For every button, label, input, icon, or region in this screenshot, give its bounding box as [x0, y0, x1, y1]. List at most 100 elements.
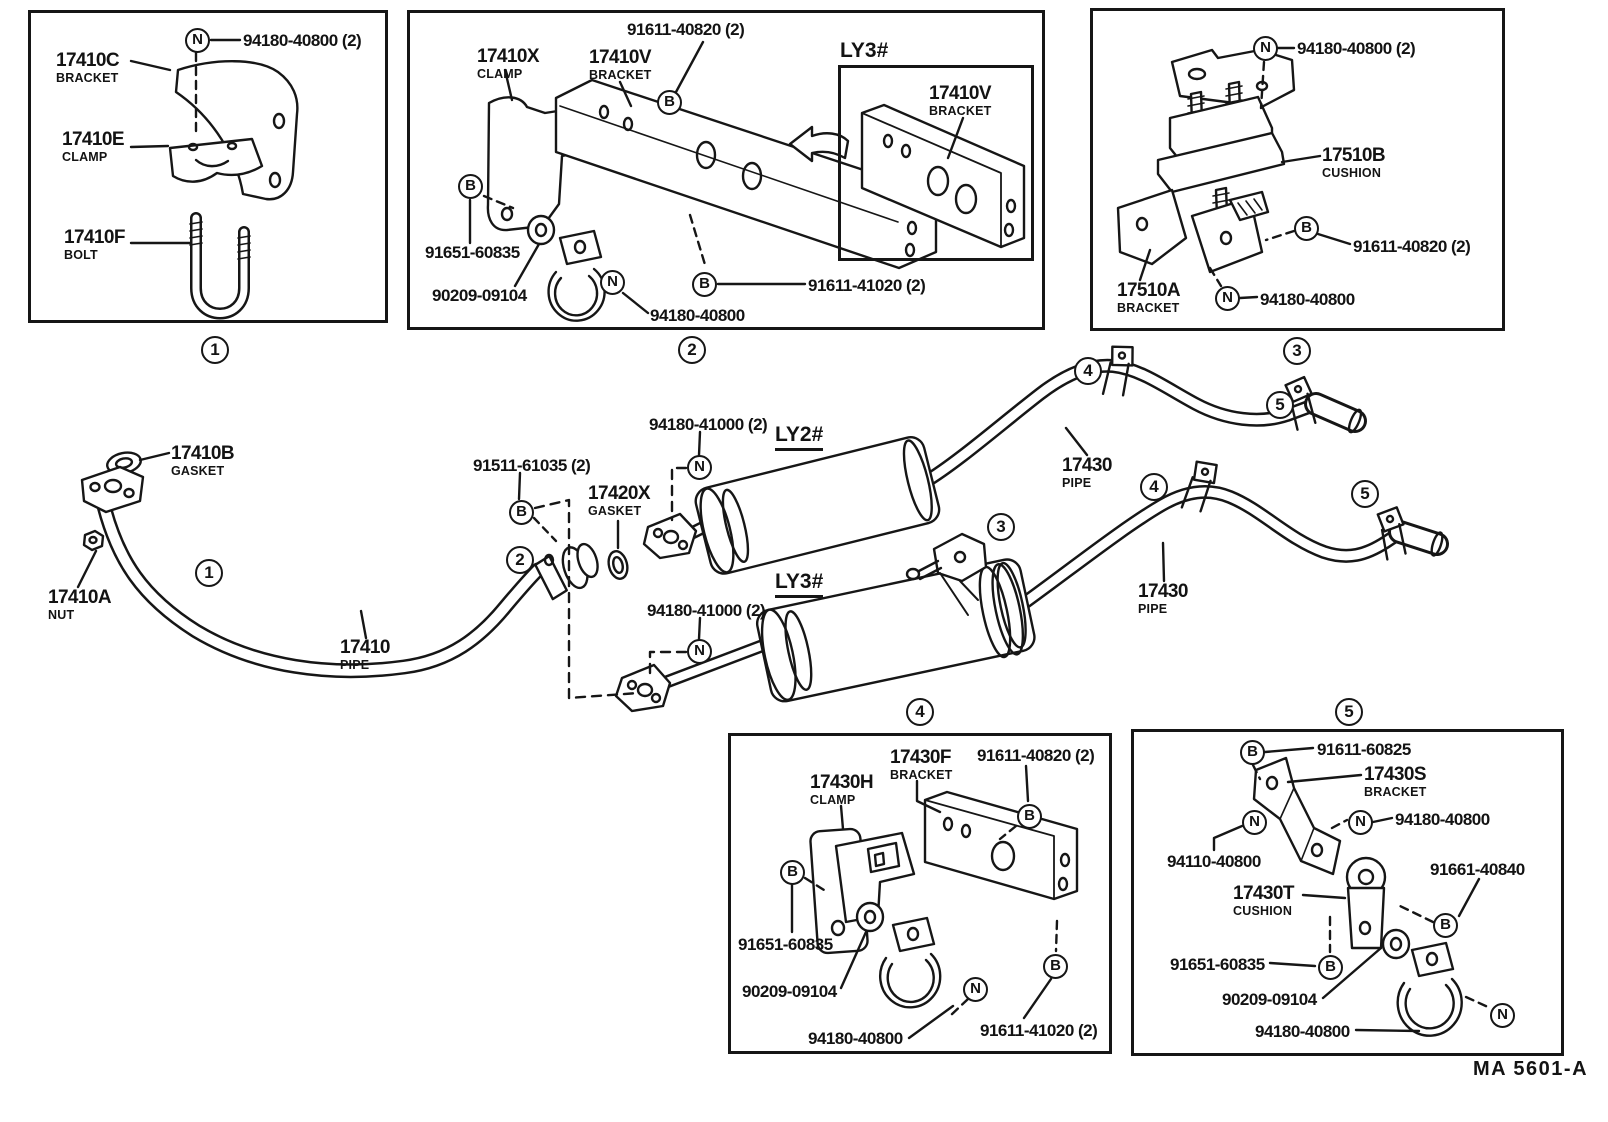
fastener-code-label[interactable]: 94180-40800: [808, 1029, 903, 1048]
nut-symbol-icon: N: [1242, 810, 1267, 835]
nut-symbol-icon: N: [1215, 286, 1240, 311]
part-code: 17430S: [1364, 764, 1427, 785]
fastener-code-label[interactable]: 94180-40800 (2): [1297, 39, 1416, 58]
part-name: BOLT: [64, 248, 98, 262]
fastener-code-label[interactable]: 90209-09104: [742, 982, 837, 1001]
callout-box-3[interactable]: 3: [1283, 337, 1311, 365]
fastener-code-label[interactable]: 91611-40820 (2): [627, 20, 745, 39]
part-name: BRACKET: [589, 68, 652, 82]
part-name: BRACKET: [1364, 785, 1427, 799]
part-label-17410v-ly3[interactable]: 17410V BRACKET: [929, 84, 992, 118]
detail-box-5: [1131, 729, 1564, 1056]
part-name: CLAMP: [477, 67, 523, 81]
fastener-code-label[interactable]: 91661-40840: [1430, 860, 1525, 879]
nut-symbol-icon: N: [1348, 810, 1373, 835]
part-label-17510b[interactable]: 17510B CUSHION: [1322, 145, 1386, 180]
nut-symbol-icon: N: [1490, 1003, 1515, 1028]
part-code: 17420X: [588, 483, 651, 504]
part-name: GASKET: [588, 504, 642, 518]
detail-box-3: [1090, 8, 1505, 331]
part-name: NUT: [48, 608, 75, 622]
bolt-symbol-icon: B: [1433, 913, 1458, 938]
callout-box-5[interactable]: 5: [1335, 698, 1363, 726]
part-label-17410v[interactable]: 17410V BRACKET: [589, 48, 652, 82]
part-label-17410b[interactable]: 17410B GASKET: [171, 443, 235, 478]
fastener-code-label[interactable]: 91611-60825: [1317, 740, 1411, 759]
part-label-17430f[interactable]: 17430F BRACKET: [890, 748, 953, 782]
part-code: 17410F: [64, 227, 125, 248]
detail-box-2: [407, 10, 1045, 330]
part-code: 17410A: [48, 587, 112, 608]
fastener-code-label[interactable]: 94180-40800: [650, 306, 745, 325]
part-name: BRACKET: [1117, 301, 1180, 315]
fastener-code-label[interactable]: 94180-40800: [1255, 1022, 1350, 1041]
bolt-symbol-icon: B: [1043, 954, 1068, 979]
fastener-code-label[interactable]: 91611-41020 (2): [980, 1021, 1098, 1040]
part-label-17410e[interactable]: 17410E CLAMP: [62, 129, 125, 164]
fastener-code-label[interactable]: 91611-40820 (2): [977, 746, 1095, 765]
fastener-code-label[interactable]: 94180-41000 (2): [647, 601, 766, 620]
fastener-code-label[interactable]: 91511-61035 (2): [473, 456, 591, 475]
fastener-code-label[interactable]: 94180-40800 (2): [243, 31, 362, 50]
bolt-symbol-icon: B: [1017, 804, 1042, 829]
fastener-code-label[interactable]: 94180-41000 (2): [649, 415, 768, 434]
part-code: 17510B: [1322, 145, 1386, 166]
callout-4-lower-clamp[interactable]: 4: [1140, 473, 1168, 501]
fastener-code-label[interactable]: 94110-40800: [1167, 852, 1261, 871]
part-code: 17410B: [171, 443, 235, 464]
part-label-17410a[interactable]: 17410A NUT: [48, 587, 112, 622]
part-label-17410f[interactable]: 17410F BOLT: [64, 228, 125, 262]
part-name: PIPE: [340, 658, 370, 672]
fastener-code-label[interactable]: 91651-60835: [425, 243, 520, 262]
part-label-17510a[interactable]: 17510A BRACKET: [1117, 280, 1181, 315]
callout-4-upper-clamp[interactable]: 4: [1074, 357, 1102, 385]
part-code: 17410V: [929, 83, 992, 104]
fastener-code-label[interactable]: 90209-09104: [432, 286, 527, 305]
fastener-code-label[interactable]: 94180-40800: [1260, 290, 1355, 309]
part-label-17410x[interactable]: 17410X CLAMP: [477, 46, 540, 81]
part-code: 17410X: [477, 46, 540, 67]
part-label-17430s[interactable]: 17430S BRACKET: [1364, 765, 1427, 799]
fastener-code-label[interactable]: 91651-60835: [1170, 955, 1265, 974]
callout-1-front-pipe[interactable]: 1: [195, 559, 223, 587]
part-label-17410[interactable]: 17410 PIPE: [340, 638, 390, 672]
fastener-code-label[interactable]: 91611-40820 (2): [1353, 237, 1471, 256]
part-code: 17410E: [62, 129, 125, 150]
part-name: CUSHION: [1322, 166, 1382, 180]
part-name: CLAMP: [62, 150, 108, 164]
part-label-17430-upper[interactable]: 17430 PIPE: [1062, 456, 1112, 490]
part-code: 17410C: [56, 50, 120, 71]
part-label-17430-lower[interactable]: 17430 PIPE: [1138, 582, 1188, 616]
part-label-17420x[interactable]: 17420X GASKET: [588, 483, 651, 518]
nut-symbol-icon: N: [963, 977, 988, 1002]
callout-box-1[interactable]: 1: [201, 336, 229, 364]
callout-box-2[interactable]: 2: [678, 336, 706, 364]
fastener-code-label[interactable]: 91651-60835: [738, 935, 833, 954]
callout-box-4[interactable]: 4: [906, 698, 934, 726]
part-label-17430h[interactable]: 17430H CLAMP: [810, 773, 874, 807]
drawing-code-stamp: MA 5601-A: [1473, 1058, 1589, 1080]
part-code: 17430T: [1233, 883, 1294, 904]
nut-symbol-icon: N: [687, 455, 712, 480]
part-code: 17430: [1062, 455, 1112, 476]
callout-2-joint-clamp[interactable]: 2: [506, 546, 534, 574]
part-label-17430t[interactable]: 17430T CUSHION: [1233, 884, 1294, 918]
part-label-17410c[interactable]: 17410C BRACKET: [56, 50, 120, 85]
part-name: BRACKET: [56, 71, 119, 85]
callout-5-lower-tip[interactable]: 5: [1351, 480, 1379, 508]
variant-label-ly3-box2: LY3#: [840, 39, 889, 62]
nut-symbol-icon: N: [600, 270, 625, 295]
bolt-symbol-icon: B: [1294, 216, 1319, 241]
part-code: 17510A: [1117, 280, 1181, 301]
fastener-code-label[interactable]: 90209-09104: [1222, 990, 1317, 1009]
callout-3-hanger[interactable]: 3: [987, 513, 1015, 541]
bolt-symbol-icon: B: [509, 500, 534, 525]
part-name: PIPE: [1062, 476, 1092, 490]
part-name: CLAMP: [810, 793, 856, 807]
callout-5-upper-tip[interactable]: 5: [1266, 391, 1294, 419]
fastener-code-label[interactable]: 94180-40800: [1395, 810, 1490, 829]
fastener-code-label[interactable]: 91611-41020 (2): [808, 276, 926, 295]
part-name: BRACKET: [929, 104, 992, 118]
part-code: 17410V: [589, 47, 652, 68]
